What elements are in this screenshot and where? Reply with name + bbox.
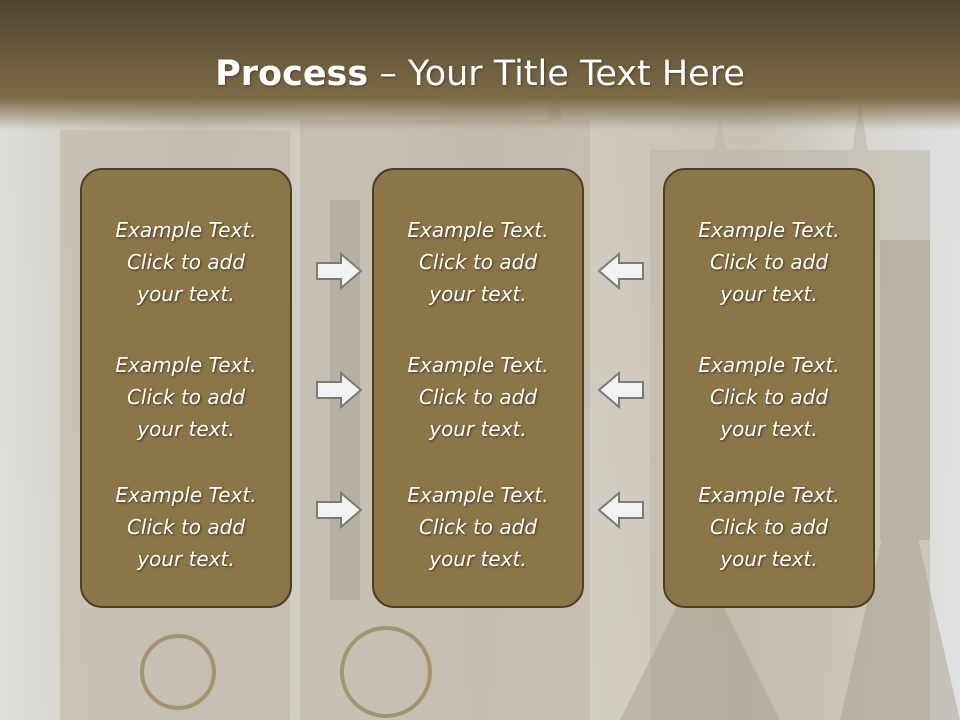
right-arrow-icon[interactable]	[315, 371, 363, 409]
right-arrow-icon[interactable]	[315, 252, 363, 290]
text-placeholder[interactable]: Example Text. Click to add your text.	[374, 349, 582, 445]
text-line: your text.	[720, 547, 818, 571]
text-placeholder[interactable]: Example Text. Click to add your text.	[374, 479, 582, 575]
slide-title[interactable]: Process – Your Title Text Here	[0, 52, 960, 96]
text-line: your text.	[429, 282, 527, 306]
text-line: your text.	[137, 547, 235, 571]
text-line: Click to add	[126, 250, 246, 274]
title-bold-part: Process	[215, 54, 369, 94]
text-line: your text.	[429, 547, 527, 571]
title-rest-part: – Your Title Text Here	[368, 54, 745, 94]
text-placeholder[interactable]: Example Text. Click to add your text.	[665, 349, 873, 445]
text-line: Click to add	[418, 250, 538, 274]
text-line: Example Text.	[698, 218, 840, 242]
text-line: Click to add	[709, 515, 829, 539]
text-line: Click to add	[126, 385, 246, 409]
process-box-center[interactable]: Example Text. Click to add your text. Ex…	[372, 168, 584, 608]
text-line: Click to add	[709, 250, 829, 274]
left-arrow-icon[interactable]	[597, 371, 645, 409]
text-line: Example Text.	[407, 218, 549, 242]
text-line: Example Text.	[115, 218, 257, 242]
text-line: Example Text.	[407, 483, 549, 507]
title-band	[0, 0, 960, 130]
left-arrow-icon[interactable]	[597, 252, 645, 290]
right-arrow-icon[interactable]	[315, 491, 363, 529]
text-placeholder[interactable]: Example Text. Click to add your text.	[82, 479, 290, 575]
text-placeholder[interactable]: Example Text. Click to add your text.	[82, 349, 290, 445]
text-line: Example Text.	[698, 483, 840, 507]
text-line: your text.	[137, 417, 235, 441]
process-box-right[interactable]: Example Text. Click to add your text. Ex…	[663, 168, 875, 608]
text-line: Click to add	[126, 515, 246, 539]
text-line: your text.	[720, 417, 818, 441]
text-line: Example Text.	[407, 353, 549, 377]
text-line: Click to add	[418, 385, 538, 409]
text-placeholder[interactable]: Example Text. Click to add your text.	[82, 214, 290, 310]
process-box-left[interactable]: Example Text. Click to add your text. Ex…	[80, 168, 292, 608]
text-line: Click to add	[418, 515, 538, 539]
text-line: Example Text.	[115, 353, 257, 377]
text-placeholder[interactable]: Example Text. Click to add your text.	[665, 479, 873, 575]
text-line: Click to add	[709, 385, 829, 409]
text-line: your text.	[720, 282, 818, 306]
text-line: your text.	[429, 417, 527, 441]
text-line: your text.	[137, 282, 235, 306]
left-arrow-icon[interactable]	[597, 491, 645, 529]
text-placeholder[interactable]: Example Text. Click to add your text.	[374, 214, 582, 310]
text-placeholder[interactable]: Example Text. Click to add your text.	[665, 214, 873, 310]
text-line: Example Text.	[115, 483, 257, 507]
text-line: Example Text.	[698, 353, 840, 377]
